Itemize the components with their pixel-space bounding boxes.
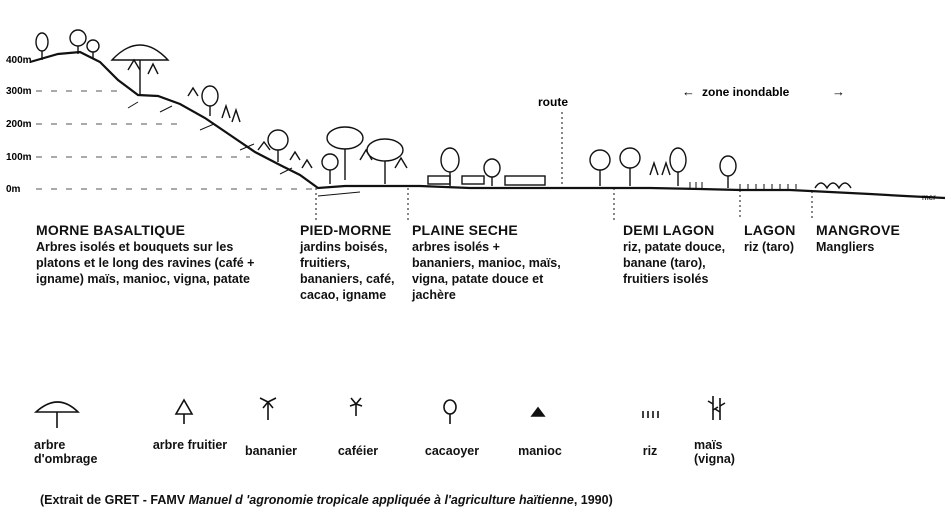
- scale-label-400: 400m: [6, 55, 32, 66]
- caption-suffix: , 1990): [573, 493, 613, 507]
- arrow-left-icon: ←: [682, 84, 695, 99]
- zone-mangrove: MANGROVE Mangliers: [816, 222, 936, 255]
- zone-lagon: LAGON riz (taro): [744, 222, 814, 255]
- zone-title: DEMI LAGON: [623, 222, 715, 238]
- coffee-plant-icon: [349, 397, 363, 416]
- terrain-profile: [29, 50, 946, 200]
- zone-title: PIED-MORNE: [300, 222, 392, 238]
- zone-description: jardins boisés, fruitiers, bananiers, ca…: [300, 240, 395, 302]
- caption-title: Manuel d 'agronomie tropicale appliquée …: [188, 493, 574, 507]
- fruit-tree-icon: [174, 398, 194, 424]
- zone-pied-morne: PIED-MORNE jardins boisés, fruitiers, ba…: [300, 222, 400, 303]
- legend-label-coffee: caféier: [337, 444, 379, 458]
- legend-label-fruit-tree: arbre fruitier: [152, 438, 228, 452]
- zone-description: arbres isolés + bananiers, manioc, maïs,…: [412, 240, 561, 302]
- banana-plant-icon: [259, 397, 277, 420]
- scale-label-100: 100m: [6, 152, 32, 163]
- zone-boundaries: [315, 188, 813, 220]
- route-label: route: [538, 95, 568, 109]
- scale-label-200: 200m: [6, 119, 32, 130]
- cocoa-tree-icon: [443, 399, 457, 424]
- legend-label-maize: maïs (vigna): [694, 438, 735, 466]
- zone-morne-basaltique: MORNE BASALTIQUE Arbres isolés et bouque…: [36, 222, 264, 287]
- zone-description: Mangliers: [816, 240, 875, 254]
- arrow-right-icon: →: [832, 84, 845, 99]
- legend-label-cocoa: cacaoyer: [424, 444, 480, 458]
- legend-icons: [33, 396, 726, 428]
- zone-demi-lagon: DEMI LAGON riz, patate douce, banane (ta…: [623, 222, 735, 287]
- vegetation-morne: [35, 29, 241, 123]
- legend-label-cassava: manioc: [518, 444, 562, 458]
- vegetation-pied-morne: [257, 126, 408, 184]
- rice-icon: [642, 411, 659, 418]
- zone-description: riz (taro): [744, 240, 794, 254]
- sea-tag: mer: [922, 193, 936, 202]
- caption-prefix: (Extrait de GRET - FAMV: [40, 493, 189, 507]
- zone-title: MORNE BASALTIQUE: [36, 222, 186, 238]
- shade-tree-icon: [33, 401, 80, 428]
- zone-description: riz, patate douce, banane (taro), fruiti…: [623, 240, 726, 286]
- altitude-guides: [36, 90, 320, 190]
- vegetation-lagon: [689, 182, 797, 189]
- vegetation-demi-lagon: [589, 147, 737, 188]
- legend-label-banana: bananier: [244, 444, 298, 458]
- zone-title: LAGON: [744, 222, 796, 238]
- zone-title: PLAINE SECHE: [412, 222, 518, 238]
- zone-plaine-seche: PLAINE SECHE arbres isolés + bananiers, …: [412, 222, 562, 303]
- maize-vigna-icon: [707, 396, 726, 420]
- zone-inondable-label: zone inondable: [702, 85, 790, 99]
- legend-label-shade-tree: arbre d'ombrage: [34, 438, 98, 466]
- vegetation-mangrove: [814, 182, 852, 190]
- slope-shading: [127, 101, 361, 197]
- vegetation-plaine: [427, 147, 546, 186]
- legend-label-rice: riz: [642, 444, 658, 458]
- zone-title: MANGROVE: [816, 222, 901, 238]
- scale-label-0: 0m: [6, 184, 21, 195]
- zone-description: Arbres isolés et bouquets sur les platon…: [36, 240, 255, 286]
- cassava-icon: [530, 406, 546, 417]
- source-caption: (Extrait de GRET - FAMV Manuel d 'agrono…: [40, 493, 613, 507]
- scale-label-300: 300m: [6, 86, 32, 97]
